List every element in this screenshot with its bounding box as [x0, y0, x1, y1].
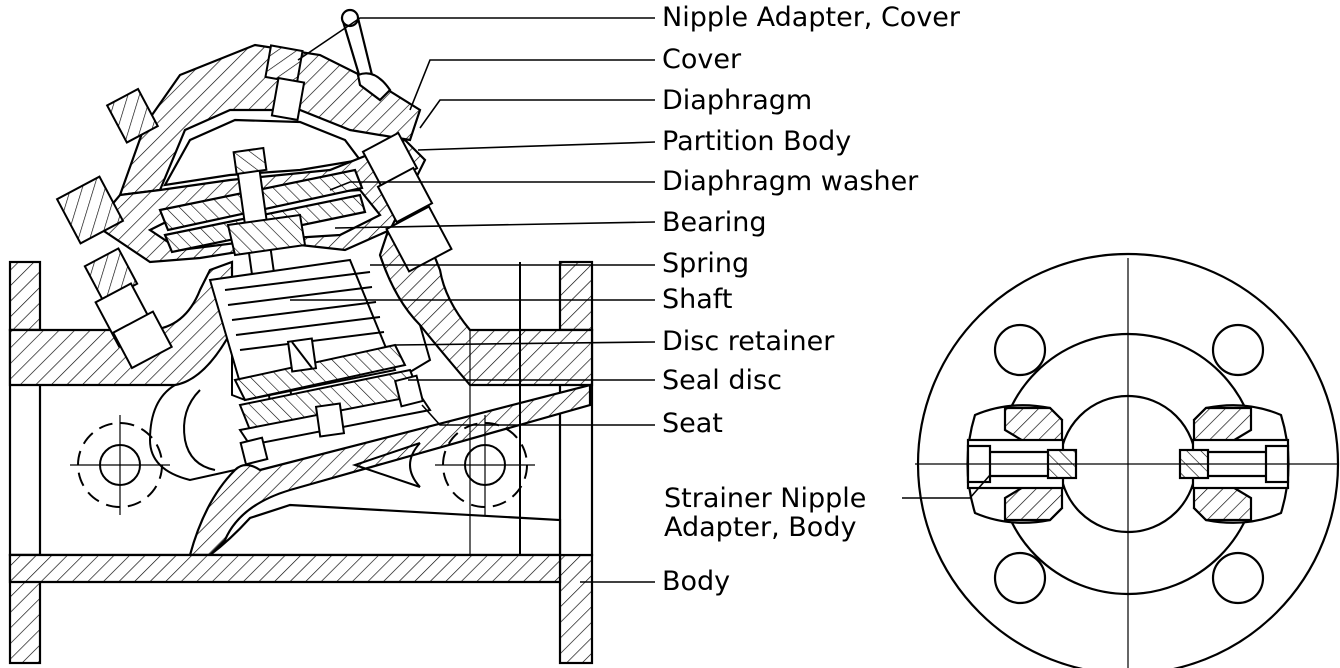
flow-arrow	[351, 442, 421, 488]
label-disc-retainer: Disc retainer	[662, 326, 835, 357]
label-shaft: Shaft	[662, 284, 733, 315]
bottom-wall	[10, 503, 562, 557]
label-spring: Spring	[662, 248, 750, 279]
label-diaphragm-washer: Diaphragm washer	[662, 166, 919, 197]
right-flange-top	[558, 260, 594, 332]
cover-casting	[118, 43, 422, 197]
label-bearing: Bearing	[662, 207, 767, 238]
bearing	[226, 213, 307, 257]
end-view-centerlines	[915, 258, 1338, 668]
right-flange-bottom	[558, 553, 594, 665]
disc-retainer	[233, 343, 407, 402]
nipple-adapter-pipe	[340, 8, 392, 102]
valve-internals	[208, 146, 432, 466]
label-diaphragm: Diaphragm	[662, 85, 813, 116]
label-seat: Seat	[662, 408, 723, 439]
valve-body	[8, 208, 594, 665]
cover-plugs	[105, 44, 306, 144]
label-strainer-line2: Adapter, Body	[664, 512, 857, 543]
seat-web	[188, 383, 592, 557]
label-strainer-line1: Strainer Nipple	[664, 483, 867, 514]
leader-lines	[290, 17, 656, 583]
end-bolt-hole-4	[1211, 551, 1265, 605]
label-partition-body: Partition Body	[662, 126, 852, 157]
label-nipple-adapter-cover: Nipple Adapter, Cover	[662, 2, 961, 33]
end-bolt-hole-1	[993, 323, 1047, 377]
hole-centerlines	[70, 415, 535, 515]
label-body: Body	[662, 566, 731, 597]
label-seal-disc: Seal disc	[662, 365, 782, 396]
left-flange-top	[8, 260, 42, 332]
strainer-leader	[902, 474, 991, 499]
left-bolt-stack	[55, 175, 174, 370]
end-bolt-hole-3	[993, 551, 1047, 605]
end-bolt-hole-2	[1211, 323, 1265, 377]
label-cover: Cover	[662, 44, 742, 75]
bottom-wall-hatch	[8, 553, 562, 584]
